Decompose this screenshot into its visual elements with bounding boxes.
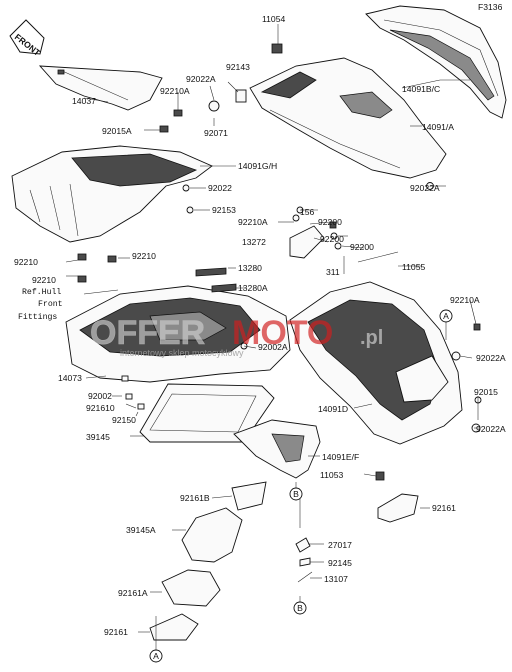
part-label: 92143 xyxy=(226,62,250,72)
part-label: 921610 xyxy=(86,403,115,413)
part-label: 14091G/H xyxy=(238,161,277,171)
part-13272-bracket xyxy=(289,225,325,259)
part-label: 92200 xyxy=(350,242,374,252)
callout-circle xyxy=(289,487,303,501)
callout-circle xyxy=(439,309,453,323)
part-label: 92210A xyxy=(450,295,480,305)
part-label: 92161A xyxy=(118,588,148,598)
parts xyxy=(11,5,507,641)
part-label: 11055 xyxy=(402,262,425,272)
front-arrow-icon: FRONT xyxy=(9,19,45,58)
part-label: 92161 xyxy=(104,627,128,637)
part-39145a-gasket xyxy=(181,507,243,563)
callout-letter: A xyxy=(153,651,159,661)
watermark: OFFER MOTO .pl internetowy sklep motocyk… xyxy=(90,314,384,358)
part-label: 92145 xyxy=(328,558,352,568)
part-label: 14037 xyxy=(72,96,96,106)
callout-letter: B xyxy=(297,603,303,613)
part-92161b-pad xyxy=(231,481,267,511)
part-92161-right-pad xyxy=(377,493,419,523)
part-label: 92071 xyxy=(204,128,228,138)
part-label: 92200 xyxy=(320,234,344,244)
part-label: 92150 xyxy=(112,415,136,425)
part-labels: 1105414091B/C9214392022A92210A1403792071… xyxy=(14,14,506,637)
part-label: 92210 xyxy=(132,251,156,261)
part-label: 92015 xyxy=(474,387,498,397)
part-label: 39145A xyxy=(126,525,156,535)
part-92161-bottom-pad xyxy=(149,613,199,641)
part-label: 92210A xyxy=(238,217,268,227)
part-label: 92022A xyxy=(476,424,506,434)
leader-lines xyxy=(65,24,480,650)
part-label: 92200 xyxy=(318,217,342,227)
diagram-code: F3136 xyxy=(478,2,503,12)
part-label: 13280A xyxy=(238,283,268,293)
watermark-brand-suffix: .pl xyxy=(360,327,383,349)
callouts: A B B A xyxy=(149,309,453,663)
part-label: 14091B/C xyxy=(402,84,440,94)
part-label: 14073 xyxy=(58,373,82,383)
part-label: 92210 xyxy=(32,275,56,285)
part-label: 92015A xyxy=(102,126,132,136)
part-label: 13272 xyxy=(242,237,266,247)
part-label: 11053 xyxy=(320,470,343,480)
part-label: 39145 xyxy=(86,432,110,442)
part-label: 311 xyxy=(326,267,340,277)
callout-letter: B xyxy=(293,489,299,499)
part-14091ef-lid xyxy=(233,419,321,479)
part-label: 13107 xyxy=(324,574,348,584)
part-label: 14091E/F xyxy=(322,452,359,462)
part-92161a-pad xyxy=(161,569,221,607)
watermark-brand-left: OFFER xyxy=(90,314,205,352)
part-label: 92161 xyxy=(432,503,456,513)
callout-circle xyxy=(149,649,163,663)
part-label: 156 xyxy=(300,207,315,217)
part-label: 11054 xyxy=(262,14,285,24)
part-label: 92002A xyxy=(258,342,288,352)
part-label: 14091/A xyxy=(422,122,454,132)
part-label: 92210 xyxy=(14,257,38,267)
part-label: Front xyxy=(38,300,63,309)
part-label: 27017 xyxy=(328,540,352,550)
part-label: Fittings xyxy=(18,312,57,322)
part-label: 92022A xyxy=(476,353,506,363)
part-label: 92153 xyxy=(212,205,236,215)
part-14091a-deck-cover xyxy=(249,57,447,179)
part-label: 14091D xyxy=(318,404,348,414)
part-label: 92161B xyxy=(180,493,210,503)
part-label: 92210A xyxy=(160,86,190,96)
callout-circle xyxy=(293,601,307,615)
part-label: 92022 xyxy=(208,183,232,193)
part-label: 13280 xyxy=(238,263,262,273)
part-label: Ref.Hull xyxy=(22,287,61,297)
part-label: 92002 xyxy=(88,391,112,401)
callout-letter: A xyxy=(443,311,449,321)
part-label: 92022A xyxy=(186,74,216,84)
watermark-tagline: internetowy sklep motocyklowy xyxy=(120,348,244,358)
part-label: 92022A xyxy=(410,183,440,193)
watermark-brand-right: MOTO xyxy=(232,314,333,352)
